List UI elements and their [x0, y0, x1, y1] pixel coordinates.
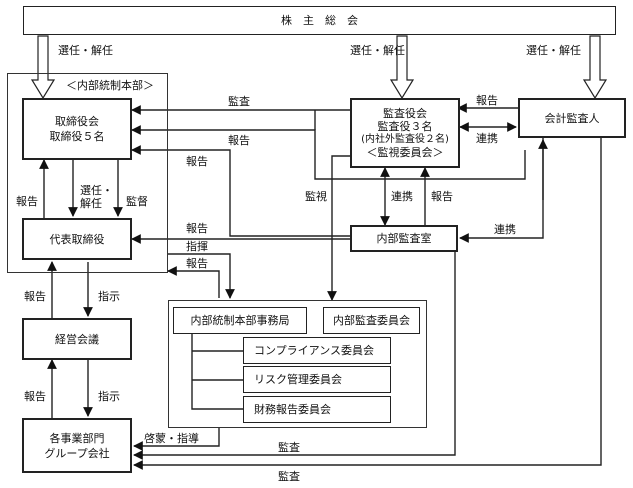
arrow-sec-report-to-hq: [167, 266, 220, 298]
label-report-rep-to-board: 報告: [16, 195, 38, 208]
label-audit-to-board: 監査: [228, 95, 250, 108]
business-units[interactable]: 各事業部門 グループ会社: [22, 418, 132, 473]
elect-arrow-board: [30, 35, 56, 100]
committee-tree-line: [191, 330, 243, 410]
management-meeting[interactable]: 経営会議: [22, 318, 132, 360]
label-report-acc-to-ab: 報告: [476, 94, 498, 107]
internal-audit-committee[interactable]: 内部監査委員会: [323, 307, 420, 334]
internal-control-hq-label: ＜内部統制本部＞: [66, 79, 154, 92]
risk-committee-label: リスク管理委員会: [254, 373, 342, 386]
label-report-ia-to-ab: 報告: [431, 190, 453, 203]
elect-arrow-audit-board: [389, 35, 415, 100]
label-report-bu-to-mm: 報告: [24, 390, 46, 403]
label-elect-accounting: 選任・解任: [526, 44, 581, 57]
label-report-acc-to-board: 報告: [228, 134, 250, 147]
accounting-auditor[interactable]: 会計監査人: [518, 98, 626, 138]
internal-audit-committee-label: 内部監査委員会: [333, 314, 410, 327]
label-report-ia-to-rep: 報告: [186, 222, 208, 235]
arrow-educate: [133, 428, 220, 451]
label-elect-board-to-rep-2: 解任: [80, 197, 102, 210]
compliance-committee[interactable]: コンプライアンス委員会: [243, 337, 391, 364]
business-units-label: 各事業部門: [49, 431, 105, 445]
label-instruct-rep-to-mm: 指示: [98, 290, 120, 303]
label-command: 指揮: [186, 240, 208, 253]
shareholders-meeting-label: 株 主 総 会: [281, 14, 358, 27]
label-coop-ab-acc: 連携: [476, 132, 498, 145]
internal-control-hq-frame: [7, 73, 168, 273]
group-companies-label: グループ会社: [44, 446, 110, 460]
arrow-acc-report-board: [131, 125, 526, 180]
financial-reporting-committee[interactable]: 財務報告委員会: [243, 396, 391, 423]
arrow-command: [167, 253, 235, 299]
auditors-count-label: 監査役３名: [377, 120, 433, 133]
management-meeting-label: 経営会議: [55, 332, 99, 346]
accounting-auditor-label: 会計監査人: [544, 111, 600, 125]
internal-audit-office-label: 内部監査室: [376, 232, 432, 245]
label-report-mm-to-rep: 報告: [24, 290, 46, 303]
arrow-ia-audit-to-bu: [133, 252, 456, 460]
label-coop-ab-ia: 連携: [391, 190, 413, 203]
ic-secretariat[interactable]: 内部統制本部事務局: [173, 307, 307, 334]
ic-secretariat-label: 内部統制本部事務局: [190, 314, 290, 327]
elect-arrow-accounting-auditor: [582, 35, 608, 100]
arrow-ia-report-to-board: [131, 145, 350, 237]
committees-frame: [168, 300, 427, 428]
arrow-acc-audit-to-bu: [133, 138, 602, 470]
label-report-ia-to-board: 報告: [186, 155, 208, 168]
risk-committee[interactable]: リスク管理委員会: [243, 366, 391, 393]
label-elect-audit: 選任・解任: [350, 44, 405, 57]
label-report-sec-to-hq: 報告: [186, 257, 208, 270]
label-audit-ia-to-bu: 監査: [278, 441, 300, 454]
audit-board[interactable]: 監査役会 監査役３名 (内社外監査役２名) ＜監視委員会＞: [350, 98, 460, 168]
outside-auditors-label: (内社外監査役２名): [361, 134, 449, 145]
financial-reporting-committee-label: 財務報告委員会: [254, 403, 331, 416]
label-instruct-mm-to-bu: 指示: [98, 390, 120, 403]
label-monitor: 監視: [305, 190, 327, 203]
internal-audit-office[interactable]: 内部監査室: [350, 225, 458, 252]
representative-label: 代表取締役: [49, 232, 105, 246]
board-of-directors[interactable]: 取締役会 取締役５名: [22, 98, 132, 160]
label-supervise: 監督: [126, 195, 148, 208]
label-audit-acc-to-bu: 監査: [278, 470, 300, 483]
compliance-committee-label: コンプライアンス委員会: [254, 344, 375, 357]
monitoring-committee-label: ＜監視委員会＞: [366, 146, 444, 159]
board-label: 取締役会: [55, 115, 99, 128]
label-elect-board-to-rep-1: 選任・: [80, 184, 113, 197]
label-educate: 啓蒙・指導: [144, 432, 199, 445]
label-coop-acc-ia: 連携: [494, 223, 516, 236]
board-members-label: 取締役５名: [49, 130, 105, 143]
line-ab-monitor: [327, 155, 350, 301]
audit-board-label: 監査役会: [383, 107, 427, 120]
representative-director[interactable]: 代表取締役: [22, 218, 132, 260]
label-elect-board: 選任・解任: [58, 44, 113, 57]
shareholders-meeting[interactable]: 株 主 総 会: [23, 6, 616, 35]
